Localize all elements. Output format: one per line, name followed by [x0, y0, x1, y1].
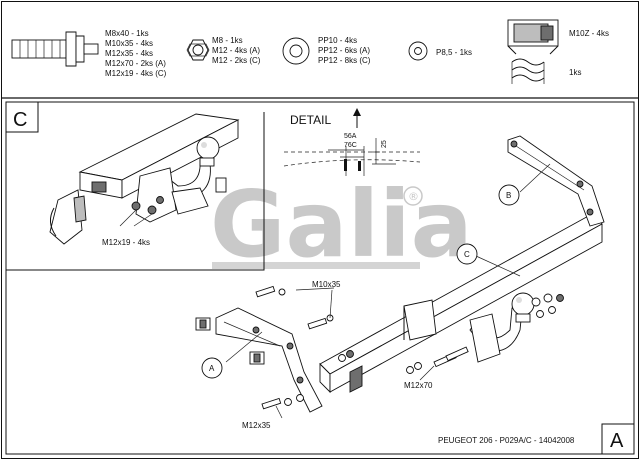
bolt-spec-2: M10x35 - 4ks — [105, 39, 153, 48]
callout-b-label: B — [506, 191, 511, 200]
bolt-spec-5: M12x19 - 4ks (C) — [105, 69, 167, 78]
detail-dim-76c: 76C — [344, 142, 357, 149]
clip-spec: M10Z - 4ks — [569, 29, 609, 38]
detail-c-bolt-label: M12x19 - 4ks — [102, 238, 150, 247]
main-corner-label: A — [610, 430, 624, 452]
detail-dim-25: 25 — [381, 140, 388, 148]
bolt-spec-1: M8x40 - 1ks — [105, 29, 149, 38]
washer-spec-1: PP10 - 4ks — [318, 36, 357, 45]
washer-icon — [282, 37, 310, 65]
spring-icon — [511, 58, 545, 84]
spring-spec: 1ks — [569, 68, 581, 77]
clip-nut-icon — [507, 19, 559, 55]
detail-dimension-drawing — [283, 108, 421, 176]
detail-c-corner-box — [5, 101, 39, 133]
small-washer-spec: P8,5 - 1ks — [436, 48, 472, 57]
washer-spec-2: PP12 - 6ks (A) — [318, 46, 370, 55]
callout-a-label: A — [209, 364, 215, 373]
detail-c-drawing — [49, 113, 240, 245]
main-corner-box — [601, 423, 635, 455]
nut-spec-3: M12 - 2ks (C) — [212, 56, 261, 65]
bolt-part — [11, 31, 99, 67]
nut-spec-list: M8 - 1ks M12 - 4ks (A) M12 - 2ks (C) — [212, 36, 261, 65]
detail-c-corner-label: C — [13, 109, 27, 131]
washer-spec-3: PP12 - 8ks (C) — [318, 56, 371, 65]
callout-a: A — [201, 357, 223, 379]
watermark-mark: ® — [408, 190, 419, 203]
footer-caption: PEUGEOT 206 - P029A/C - 14042008 — [438, 436, 575, 445]
bolt-spec-3: M12x35 - 4ks — [105, 49, 153, 58]
main-frame — [5, 101, 635, 455]
washer-spec-list: PP10 - 4ks PP12 - 6ks (A) PP12 - 8ks (C) — [318, 36, 371, 65]
small-washer-icon — [408, 41, 428, 61]
callout-b: B — [498, 184, 520, 206]
bolt-spec-4: M12x70 - 2ks (A) — [105, 59, 166, 68]
galia-watermark: Galia ® — [210, 171, 473, 278]
label-m10x35: M10x35 — [312, 280, 341, 289]
label-m12x35: M12x35 — [242, 421, 271, 430]
callout-c: C — [456, 243, 478, 265]
detail-dim-56a: 56A — [344, 133, 357, 140]
hex-nut-icon — [186, 39, 210, 61]
bolt-spec-list: M8x40 - 1ks M10x35 - 4ks M12x35 - 4ks M1… — [105, 29, 167, 78]
detail-title: DETAIL — [290, 113, 331, 127]
detail-c-frame — [6, 112, 265, 271]
callout-c-label: C — [464, 250, 470, 259]
main-tow-bar — [195, 135, 605, 419]
nut-spec-1: M8 - 1ks — [212, 36, 243, 45]
nut-spec-2: M12 - 4ks (A) — [212, 46, 260, 55]
watermark-text: Galia — [210, 171, 473, 278]
label-m12x70: M12x70 — [404, 381, 433, 390]
